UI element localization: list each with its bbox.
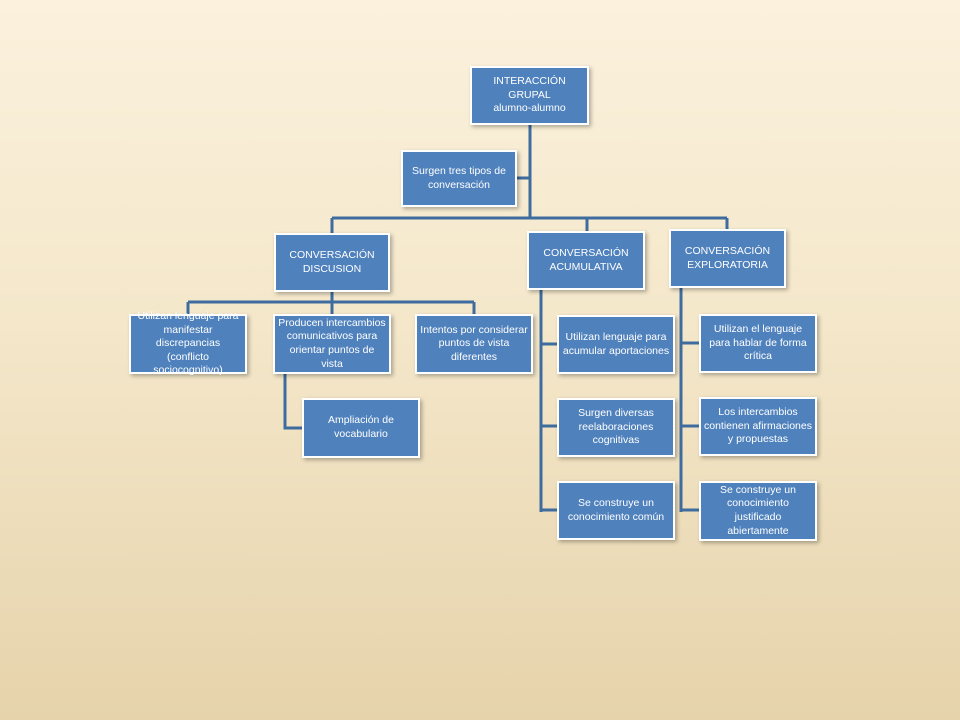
node-disc-1: Utilizan lenguaje para manifestar discre…	[129, 310, 247, 376]
node-acumulativa: CONVERSACIÓN ACUMULATIVA	[527, 231, 645, 290]
connector-to-disc-2-1	[283, 373, 303, 430]
node-expl-1: Utilizan el lenguaje para hablar de form…	[699, 314, 817, 373]
node-acum-1: Utilizan lenguaje para acumular aportaci…	[557, 315, 675, 374]
node-acum-2: Surgen diversas reelaboraciones cognitiv…	[557, 398, 675, 457]
node-expl-2: Los intercambios contienen afirmaciones …	[699, 397, 817, 456]
node-disc-2: Producen intercambios comunicativos para…	[273, 314, 391, 374]
node-note: Surgen tres tipos de conversación	[401, 150, 517, 207]
node-exploratoria: CONVERSACIÓN EXPLORATORIA	[669, 229, 786, 288]
node-acum-3: Se construye un conocimiento común	[557, 481, 675, 540]
node-discusion: CONVERSACIÓN DISCUSION	[274, 233, 390, 292]
node-disc-3: Intentos por considerar puntos de vista …	[415, 314, 533, 374]
node-expl-3: Se construye un conocimiento justificado…	[699, 481, 817, 541]
node-root: INTERACCIÓN GRUPAL alumno-alumno	[470, 66, 589, 125]
node-disc-2-1: Ampliación de vocabulario	[302, 398, 420, 458]
